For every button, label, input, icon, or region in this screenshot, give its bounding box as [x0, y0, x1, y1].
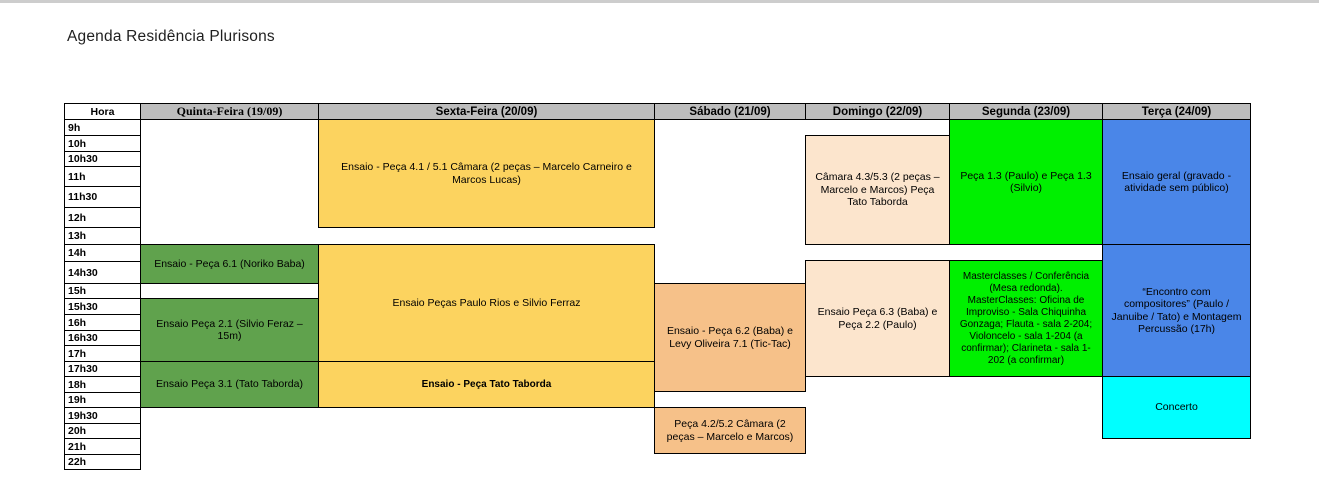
hour-cell-19h: 19h: [64, 392, 141, 408]
event-sexta-tato-taborda: Ensaio - Peça Tato Taborda: [318, 361, 655, 408]
event-sabado-camara-42-52: Peça 4.2/5.2 Câmara (2 peças – Marcelo e…: [654, 407, 806, 454]
event-quinta-peca-21: Ensaio Peça 2.1 (Silvio Feraz –15m): [140, 298, 319, 362]
hour-cell-20h: 20h: [64, 423, 141, 439]
page-title: Agenda Residência Plurisons: [67, 28, 275, 45]
hour-cell-18h: 18h: [64, 376, 141, 393]
column-header-sexta: Sexta-Feira (20/09): [318, 103, 655, 120]
window-top-border: [0, 0, 1319, 3]
column-header-quinta: Quinta-Feira (19/09): [140, 103, 319, 120]
hour-cell-16h30: 16h30: [64, 330, 141, 346]
hour-cell-12h: 12h: [64, 207, 141, 228]
hour-cell-17h30: 17h30: [64, 361, 141, 377]
event-domingo-peca-63-22: Ensaio Peça 6.3 (Baba) e Peça 2.2 (Paulo…: [805, 260, 950, 377]
event-terca-ensaio-geral: Ensaio geral (gravado - atividade sem pú…: [1102, 119, 1251, 245]
hour-cell-9h: 9h: [64, 119, 141, 136]
event-sexta-camara-41-51: Ensaio - Peça 4.1 / 5.1 Câmara (2 peças …: [318, 119, 655, 228]
hour-cell-14h: 14h: [64, 244, 141, 262]
event-terca-concerto: Concerto: [1102, 376, 1251, 439]
hour-cell-11h30: 11h30: [64, 186, 141, 208]
event-terca-encontro-compositores: “Encontro com compositores” (Paulo / Jan…: [1102, 244, 1251, 377]
hour-cell-13h: 13h: [64, 227, 141, 245]
hour-cell-19h30: 19h30: [64, 407, 141, 424]
event-quinta-peca-61: Ensaio - Peça 6.1 (Noriko Baba): [140, 244, 319, 284]
column-header-hora: Hora: [64, 103, 141, 120]
event-segunda-masterclasses: Masterclasses / Conferência (Mesa redond…: [949, 260, 1103, 377]
hour-cell-22h: 22h: [64, 454, 141, 470]
event-quinta-peca-31: Ensaio Peça 3.1 (Tato Taborda): [140, 361, 319, 408]
hour-cell-10h30: 10h30: [64, 151, 141, 167]
hour-cell-11h: 11h: [64, 166, 141, 187]
hour-cell-10h: 10h: [64, 135, 141, 152]
hour-cell-16h: 16h: [64, 314, 141, 331]
event-domingo-camara-43-53: Câmara 4.3/5.3 (2 peças – Marcelo e Marc…: [805, 135, 950, 245]
hour-cell-15h30: 15h30: [64, 298, 141, 315]
hour-cell-14h30: 14h30: [64, 261, 141, 284]
column-header-segunda: Segunda (23/09): [949, 103, 1103, 120]
hour-cell-17h: 17h: [64, 345, 141, 362]
column-header-sabado: Sábado (21/09): [654, 103, 806, 120]
event-segunda-peca-13: Peça 1.3 (Paulo) e Peça 1.3 (Silvio): [949, 119, 1103, 245]
hour-cell-15h: 15h: [64, 283, 141, 299]
column-header-terca: Terça (24/09): [1102, 103, 1251, 120]
column-header-domingo: Domingo (22/09): [805, 103, 950, 120]
hour-cell-21h: 21h: [64, 438, 141, 455]
event-sabado-peca-62-levy: Ensaio - Peça 6.2 (Baba) e Levy Oliveira…: [654, 283, 806, 392]
event-sexta-paulo-rios-silvio-ferraz: Ensaio Peças Paulo Rios e Silvio Ferraz: [318, 244, 655, 362]
